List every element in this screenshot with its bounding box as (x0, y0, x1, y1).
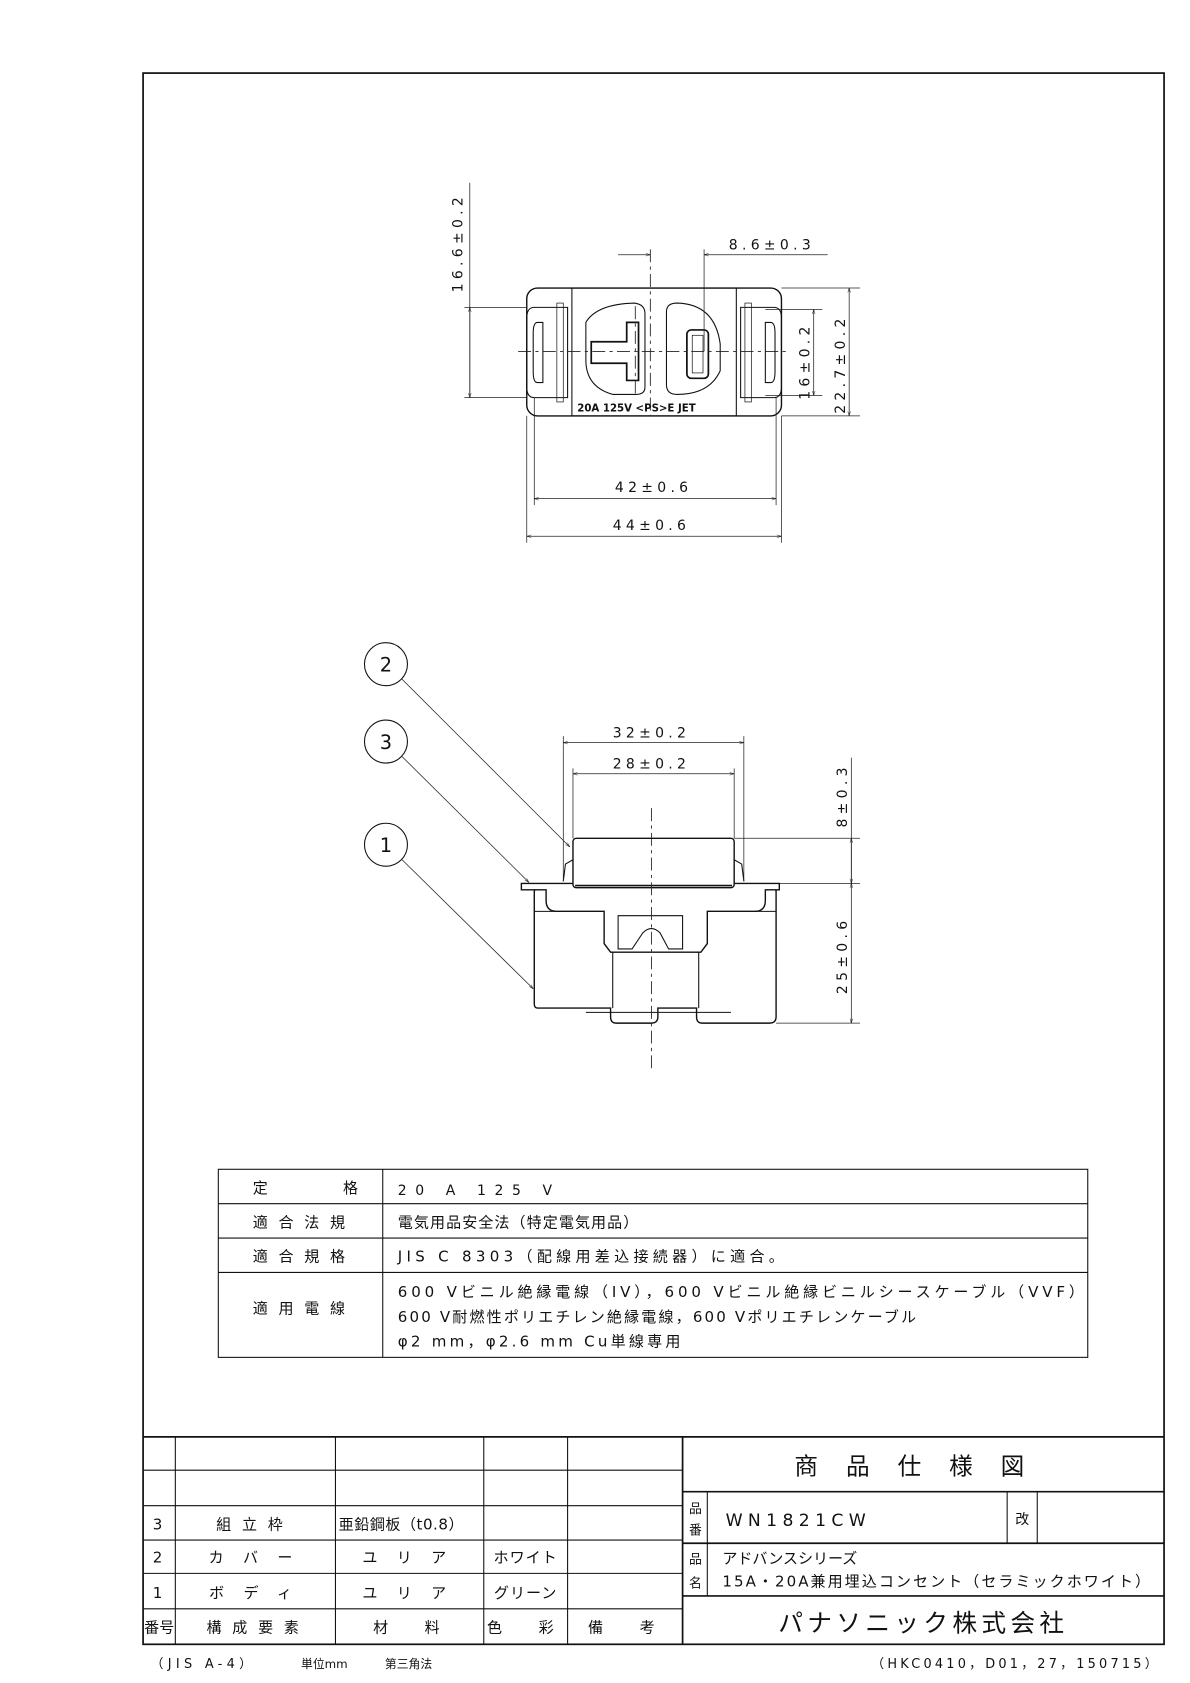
dim-8: 8±0.3 (835, 763, 851, 827)
spec-label-rating: 定 格 (253, 1179, 388, 1197)
spec-value-law: 電気用品安全法（特定電気用品） (398, 1213, 640, 1231)
drawing-title: 商品仕様図 (794, 1453, 1052, 1481)
title-block: 3 組立枠 亜鉛鋼板（t0.8） 2 カバー ユリア ホワイト 1 ボディ ユリ… (143, 1436, 1165, 1645)
slot-inner (691, 334, 704, 374)
company-name: パナソニック株式会社 (778, 1608, 1068, 1637)
dim-42: 42±0.6 (615, 480, 693, 496)
spec-label-law: 適合法規 (253, 1213, 356, 1231)
header-remarks: 備 考 (588, 1618, 665, 1636)
dim-25: 25±0.6 (835, 917, 851, 995)
spec-label-standard: 適合規格 (253, 1248, 356, 1266)
part-1-color: グリーン (494, 1584, 558, 1602)
footer-projection: 第三角法 (385, 1657, 432, 1671)
spec-value-rating: 20 A 125 V (398, 1183, 561, 1199)
part-1-name: ボディ (209, 1584, 311, 1602)
header-no: 番号 (144, 1618, 174, 1636)
part-3-no: 3 (153, 1515, 166, 1533)
cover-plate (571, 287, 737, 417)
leader-1 (401, 859, 534, 990)
mounting-frame (520, 882, 781, 953)
leader-3 (401, 756, 530, 883)
header-color: 色 彩 (487, 1618, 564, 1636)
dim-32: 32±0.2 (613, 725, 691, 741)
part-no-label-2: 番 (689, 1524, 702, 1539)
product-name: 15A・20A兼用埋込コンセント（セラミックホワイト） (722, 1572, 1150, 1590)
top-view: 20A 125V <PS>E JET 16.6±0.2 8.6±0.3 16±0… (450, 182, 860, 543)
part-2-name: カバー (209, 1549, 312, 1567)
slot-icon (686, 329, 710, 380)
balloon-1 (363, 822, 408, 867)
left-rail (556, 302, 564, 403)
footer-paper-size: （JIS A-4） (151, 1657, 257, 1672)
spec-table: 定 格 20 A 125 V 適合法規 電気用品安全法（特定電気用品） 適合規格… (217, 1168, 1089, 1358)
spec-label-wire: 適用電線 (253, 1299, 356, 1317)
part-1-no: 1 (153, 1584, 166, 1602)
spec-value-wire-2: 600 V耐燃性ポリエチレン絶縁電線，600 Vポリエチレンケーブル (398, 1308, 918, 1326)
balloon-3-label: 3 (380, 731, 392, 754)
dim-16-6: 16.6±0.2 (450, 193, 466, 292)
socket-marking: 20A 125V <PS>E JET (577, 404, 695, 415)
part-2-color: ホワイト (493, 1549, 557, 1567)
dim-44: 44±0.6 (613, 518, 691, 534)
spec-value-wire-1: 600 Vビニル絶縁電線（IV），600 Vビニル絶縁ビニルシースケーブル（VV… (398, 1283, 1086, 1301)
footer-doc-code: （HKC0410，D01，27，150715） (871, 1657, 1161, 1672)
name-label-2: 名 (689, 1575, 702, 1591)
right-latch (740, 306, 782, 399)
terminal-spring (617, 915, 684, 950)
ground-t-slot-outlet (585, 302, 646, 395)
spec-value-standard: JIS C 8303（配線用差込接続器）に適合。 (397, 1248, 788, 1266)
balloon-2 (363, 642, 408, 687)
right-rail (744, 302, 752, 403)
spec-table-frame (217, 1168, 1089, 1358)
part-3-name: 組立枠 (216, 1515, 293, 1533)
revision-label: 改 (1015, 1512, 1029, 1528)
dim-8-6: 8.6±0.3 (729, 237, 815, 253)
name-label-1: 品 (689, 1553, 702, 1568)
sheet-border (142, 72, 1165, 1646)
balloon-1-label: 1 (380, 834, 392, 857)
dim-22-7: 22.7±0.2 (833, 314, 849, 413)
spec-value-wire-3: φ2 mm，φ2.6 mm Cu単線専用 (398, 1333, 684, 1351)
part-3-material: 亜鉛鋼板（t0.8） (339, 1515, 464, 1533)
balloon-3 (363, 719, 408, 764)
cover-part (572, 837, 735, 889)
part-2-material: ユリア (362, 1549, 465, 1567)
body-part (533, 887, 777, 1024)
balloon-2-label: 2 (380, 654, 392, 677)
part-no-label-1: 品 (689, 1502, 702, 1517)
part-number: WN1821CW (726, 1511, 872, 1531)
side-view: 2 3 1 32±0.2 28±0.2 (363, 642, 860, 1070)
part-2-no: 2 (153, 1549, 166, 1567)
t-slot-icon (590, 321, 640, 382)
slot-outlet (665, 302, 721, 395)
part-1-material: ユリア (362, 1584, 465, 1602)
cover-tabs (562, 859, 745, 882)
dim-28: 28±0.2 (613, 756, 691, 772)
header-component: 構成要素 (207, 1618, 310, 1636)
parts-grid (143, 1436, 683, 1645)
footer-unit: 単位mm (301, 1657, 348, 1671)
leader-2 (401, 678, 571, 848)
product-series: アドバンスシリーズ (722, 1550, 857, 1568)
dim-16: 16±0.2 (797, 322, 813, 400)
header-material: 材 料 (373, 1618, 450, 1636)
